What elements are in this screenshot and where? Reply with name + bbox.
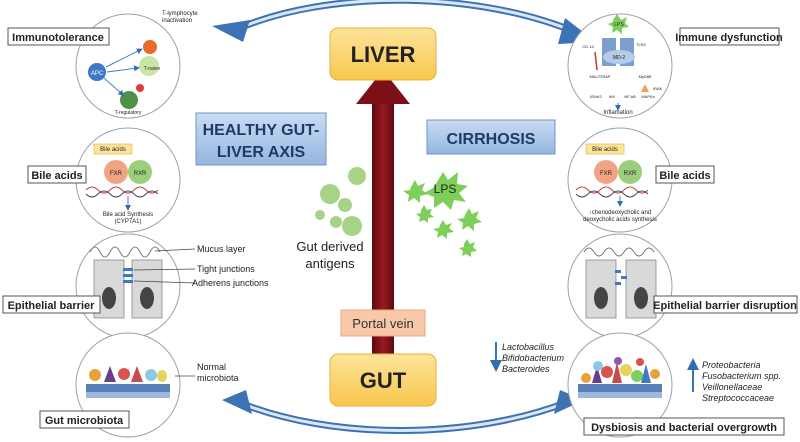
decreased-taxon-3: Bacteroides — [502, 364, 550, 374]
increased-taxon-4: Streptococcaceae — [702, 393, 774, 403]
liver-label: LIVER — [351, 42, 416, 67]
lps-small-label: LPS — [614, 22, 624, 28]
rxr-label-right: RXR — [624, 171, 637, 177]
portal-vein-box: Portal vein — [340, 309, 426, 337]
mal-label: MAL/TIRAP — [589, 74, 610, 79]
activation-symbol — [136, 84, 144, 92]
nfkb-label: NF-kB — [624, 94, 636, 99]
cd14-label: CD 14 — [582, 44, 594, 49]
inflammation-label: Inflamation — [603, 110, 632, 116]
panel-epithelial-disruption: Epithelial barrier disruption — [567, 233, 798, 339]
fxr-right — [594, 160, 618, 184]
bile-effect-line1: ↓chenodeoxycholic and — [589, 210, 651, 216]
bile-effect-line2: deoxycholic acids synthesis — [583, 217, 657, 223]
t-lymph-label-line2: inactivation — [162, 18, 192, 24]
lps-small-stars — [403, 180, 482, 257]
rxr-label-left: RXR — [134, 171, 147, 177]
healthy-title-line2: LIVER AXIS — [217, 144, 306, 161]
increased-taxon-3: Veillonellaceae — [702, 382, 762, 392]
tlr4-label: TLR4 — [636, 42, 647, 47]
normal-microbiota-line2: microbiota — [197, 373, 239, 383]
decreased-taxon-2: Bifidobacterium — [502, 353, 565, 363]
lps-label: LPS — [434, 182, 457, 196]
healthy-title-line1: HEALTHY GUT- — [203, 122, 320, 139]
t-regulatory-label: T-regulatory — [115, 110, 142, 116]
t-naive-label: T-naive — [144, 66, 161, 72]
increased-taxon-2: Fusobacterium spp. — [702, 371, 781, 381]
md2-label: MD-2 — [613, 55, 625, 61]
panel-immune-dysfunction: LPS MD-2 CD 14 TLR4 MAL/TIRAP MyD88 IRAK… — [567, 13, 783, 119]
liver-box: LIVER — [329, 27, 437, 81]
panel-immunotolerance: APC T-naive T-regulatory T-lymphocyte in… — [7, 11, 198, 119]
gut-box: GUT — [329, 353, 437, 407]
apc-label: APC — [91, 71, 104, 77]
tight-junctions-label: Tight junctions — [197, 264, 255, 274]
portal-vein-label: Portal vein — [352, 316, 413, 331]
adherens-junctions-label: Adherens junctions — [192, 278, 269, 288]
immunotolerance-title: Immunotolerance — [12, 32, 104, 44]
fxr-label-left: FXR — [110, 171, 123, 177]
panel-bile-acids-right: Bile acids FXR RXR ↓chenodeoxycholic and… — [567, 127, 715, 233]
bile-tag-left: Bile acids — [100, 147, 126, 153]
irak2-label: IRAK2 — [590, 94, 602, 99]
t-naive-cell — [139, 56, 159, 76]
fxr-label-right: FXR — [600, 171, 613, 177]
panel-gut-microbiota: Normal microbiota Gut microbiota — [39, 332, 239, 438]
epithelial-disruption-title: Epithelial barrier disruption — [653, 300, 797, 312]
t-lymph-label-line1: T-lymphocyte — [162, 11, 198, 17]
myd88-label: MyD88 — [639, 74, 652, 79]
antigen-cluster — [315, 167, 366, 236]
mucus-layer-label: Mucus layer — [197, 244, 246, 254]
cirrhosis-title-box: CIRRHOSIS — [426, 119, 556, 155]
rxr-left — [128, 160, 152, 184]
panel-bile-acids-left: Bile acids FXR RXR Bile acid Synthesis (… — [27, 127, 181, 233]
normal-microbiota-line1: Normal — [197, 362, 226, 372]
decreased-taxon-1: Lactobacillus — [502, 342, 555, 352]
portal-vein-arrow — [356, 70, 410, 358]
dysbiosis-title: Dysbiosis and bacterial overgrowth — [591, 422, 777, 434]
antigens-label-line1: Gut derived — [296, 239, 363, 254]
t-regulatory-cell — [120, 91, 138, 109]
cirrhosis-title: CIRRHOSIS — [447, 131, 536, 148]
antigens-label-line2: antigens — [305, 256, 355, 271]
panel-epithelial-barrier: Mucus layer Tight junctions Adherens jun… — [2, 233, 269, 339]
bile-tag-right: Bile acids — [592, 147, 618, 153]
irak-label: IRAK — [653, 86, 663, 91]
gut-microbiota-title: Gut microbiota — [45, 415, 124, 427]
epithelial-barrier-title: Epithelial barrier — [8, 300, 96, 312]
immune-dysfunction-title: Immune dysfunction — [675, 32, 783, 44]
bile-acids-right-title: Bile acids — [659, 170, 710, 182]
apc-cell — [88, 63, 106, 81]
t-cell-inactivated — [143, 40, 157, 54]
ikk-label: IKK — [609, 94, 616, 99]
bile-synthesis-line2: (CYP7A1) — [114, 219, 141, 225]
cycle-arrow-bottom — [222, 390, 584, 434]
bile-synthesis-line1: Bile acid Synthesis — [103, 212, 153, 218]
fxr-left — [104, 160, 128, 184]
mapk-label: MAPKs — [641, 94, 654, 99]
healthy-title-box: HEALTHY GUT- LIVER AXIS — [195, 112, 327, 166]
bile-acids-left-title: Bile acids — [31, 170, 82, 182]
gut-label: GUT — [360, 368, 407, 393]
panel-dysbiosis: Lactobacillus Bifidobacterium Bacteroide… — [490, 332, 785, 438]
lps-star: LPS — [424, 172, 468, 210]
increased-taxon-1: Proteobacteria — [702, 360, 761, 370]
rxr-right — [618, 160, 642, 184]
